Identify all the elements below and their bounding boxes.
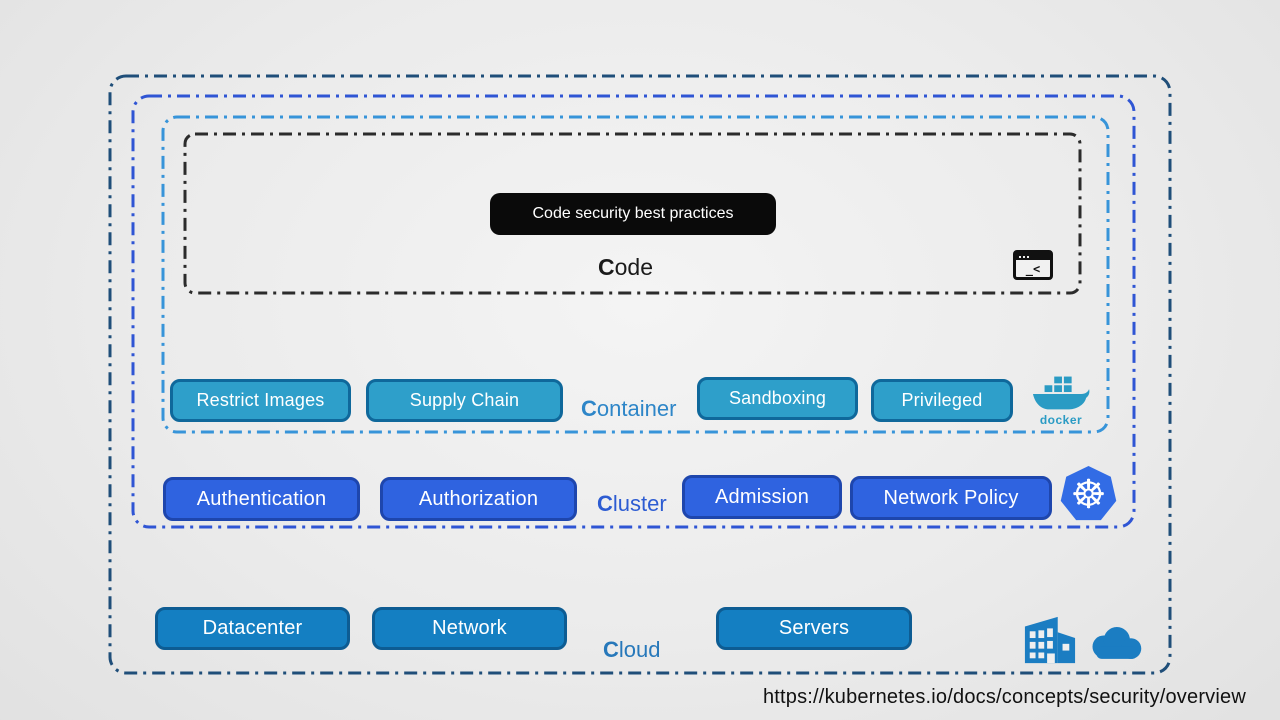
network-policy-button[interactable]: Network Policy: [850, 476, 1052, 520]
container-boundary: [161, 115, 1110, 434]
restrict-images-button[interactable]: Restrict Images: [170, 379, 351, 422]
cloud-boundary: [108, 74, 1172, 675]
admission-button[interactable]: Admission: [682, 475, 842, 519]
cloud-icon: [1085, 622, 1145, 667]
terminal-prompt-glyph: _<: [1025, 261, 1041, 276]
datacenter-button[interactable]: Datacenter: [155, 607, 350, 650]
docker-wordmark: docker: [1039, 413, 1083, 427]
code-layer-label: Code: [598, 254, 653, 280]
cluster-boundary: [131, 94, 1136, 529]
docker-whale-icon: docker: [1031, 376, 1091, 427]
terminal-titlebar: [1016, 253, 1050, 260]
datacenter-building-icon: [1023, 614, 1077, 669]
privileged-button[interactable]: Privileged: [871, 379, 1013, 422]
code-best-practices-badge[interactable]: Code security best practices: [490, 193, 776, 235]
network-button[interactable]: Network: [372, 607, 567, 650]
source-url[interactable]: https://kubernetes.io/docs/concepts/secu…: [762, 686, 1246, 708]
cloud-layer-label: Cloud: [603, 637, 661, 662]
sandboxing-button[interactable]: Sandboxing: [697, 377, 858, 420]
authentication-button[interactable]: Authentication: [163, 477, 360, 521]
cluster-layer-label: Cluster: [597, 491, 667, 516]
kubernetes-helm-icon: ☸: [1060, 466, 1117, 521]
servers-button[interactable]: Servers: [716, 607, 912, 650]
container-layer-label: Container: [581, 396, 677, 421]
authorization-button[interactable]: Authorization: [380, 477, 577, 521]
supply-chain-button[interactable]: Supply Chain: [366, 379, 563, 422]
terminal-window-icon: _<: [1013, 250, 1053, 280]
code-boundary: [183, 132, 1082, 295]
